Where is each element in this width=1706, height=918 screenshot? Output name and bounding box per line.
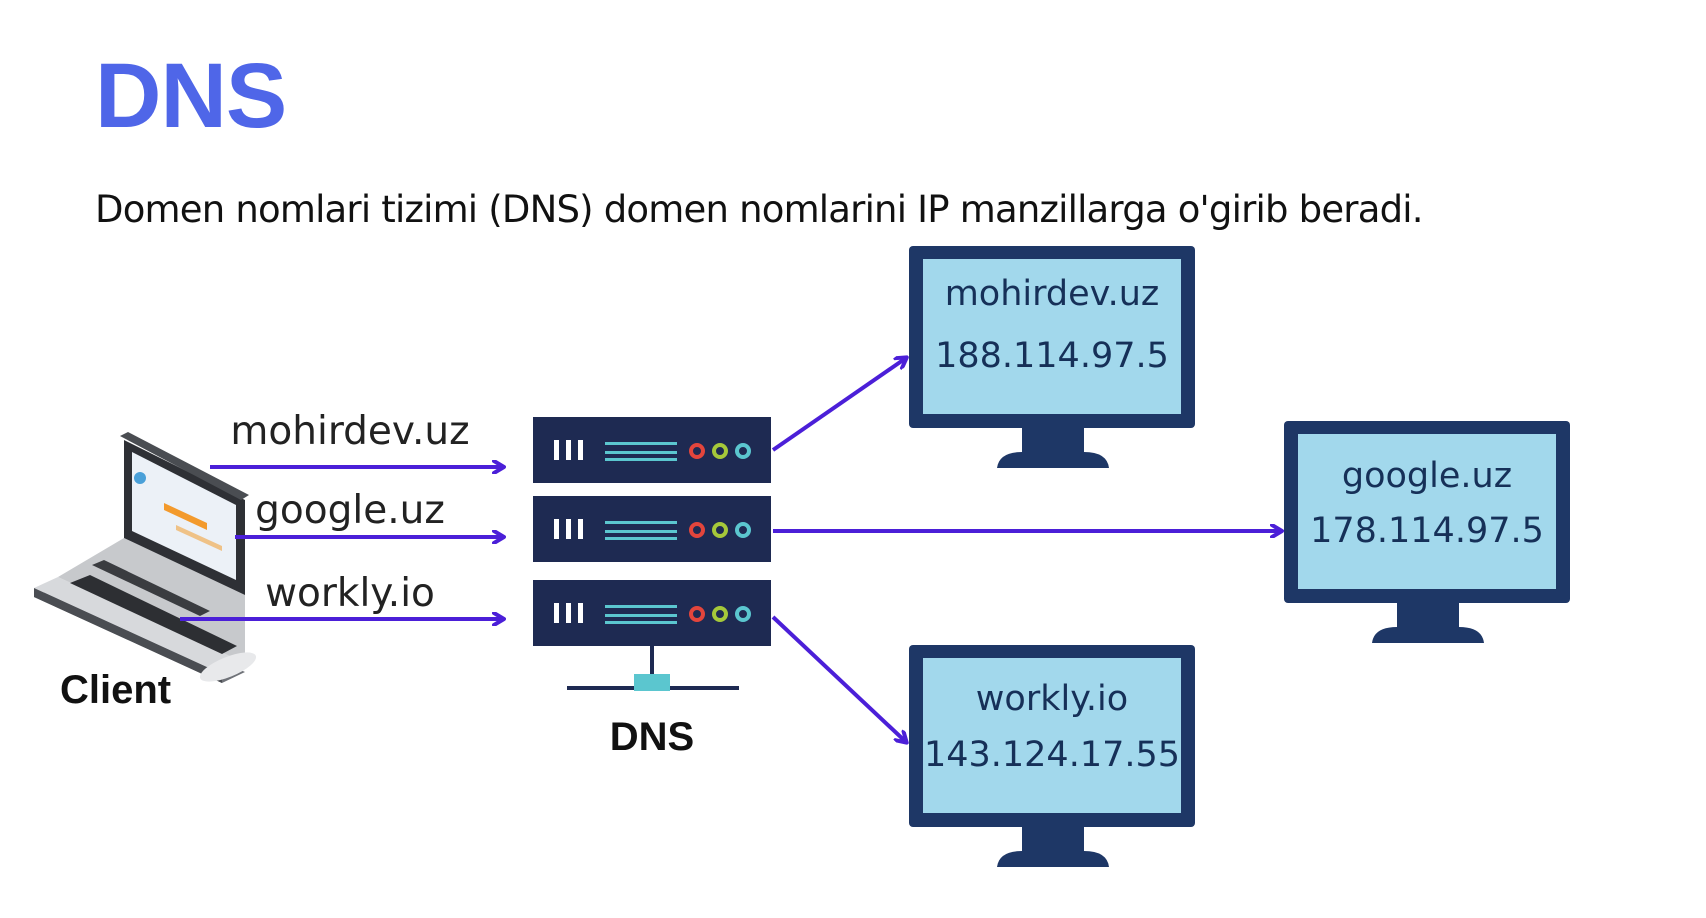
page-title: DNS — [95, 45, 287, 147]
request-label-workly: workly.io — [265, 571, 435, 616]
dns-label: DNS — [610, 715, 694, 759]
server-domain: google.uz — [1342, 456, 1512, 496]
server-monitor-workly: workly.io 143.124.17.55 — [909, 645, 1195, 867]
page-subtitle: Domen nomlari tizimi (DNS) domen nomlari… — [95, 188, 1424, 231]
dns-server-network-base — [567, 646, 739, 691]
request-label-google: google.uz — [255, 488, 445, 533]
dns-server-unit-1 — [533, 417, 771, 483]
server-monitor-mohirdev: mohirdev.uz 188.114.97.5 — [909, 246, 1195, 468]
client-label: Client — [60, 668, 171, 712]
server-ip: 188.114.97.5 — [935, 336, 1169, 376]
server-ip: 143.124.17.55 — [924, 735, 1180, 775]
server-ip: 178.114.97.5 — [1310, 511, 1544, 551]
response-arrow-workly — [771, 615, 906, 742]
server-domain: workly.io — [976, 679, 1128, 719]
request-label-mohirdev: mohirdev.uz — [230, 409, 469, 454]
dns-server-unit-3 — [533, 580, 771, 646]
server-domain: mohirdev.uz — [945, 274, 1160, 314]
server-monitor-google: google.uz 178.114.97.5 — [1284, 421, 1570, 643]
dns-server-unit-2 — [533, 496, 771, 562]
laptop-icon — [34, 432, 257, 683]
response-arrow-mohirdev — [771, 358, 906, 452]
